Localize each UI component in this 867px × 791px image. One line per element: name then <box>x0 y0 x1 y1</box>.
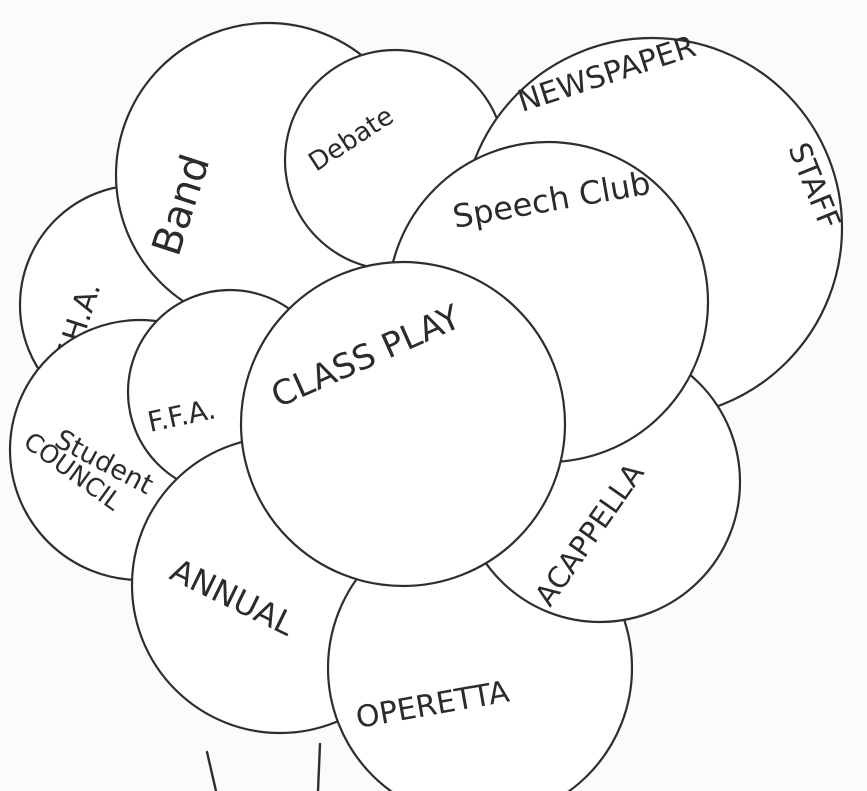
stem-right <box>316 742 322 791</box>
bouquet-stems <box>205 742 322 791</box>
stem-left <box>205 750 218 791</box>
circle-class-play: CLASS PLAY <box>239 260 567 588</box>
circle-class-play-shape <box>239 260 567 588</box>
